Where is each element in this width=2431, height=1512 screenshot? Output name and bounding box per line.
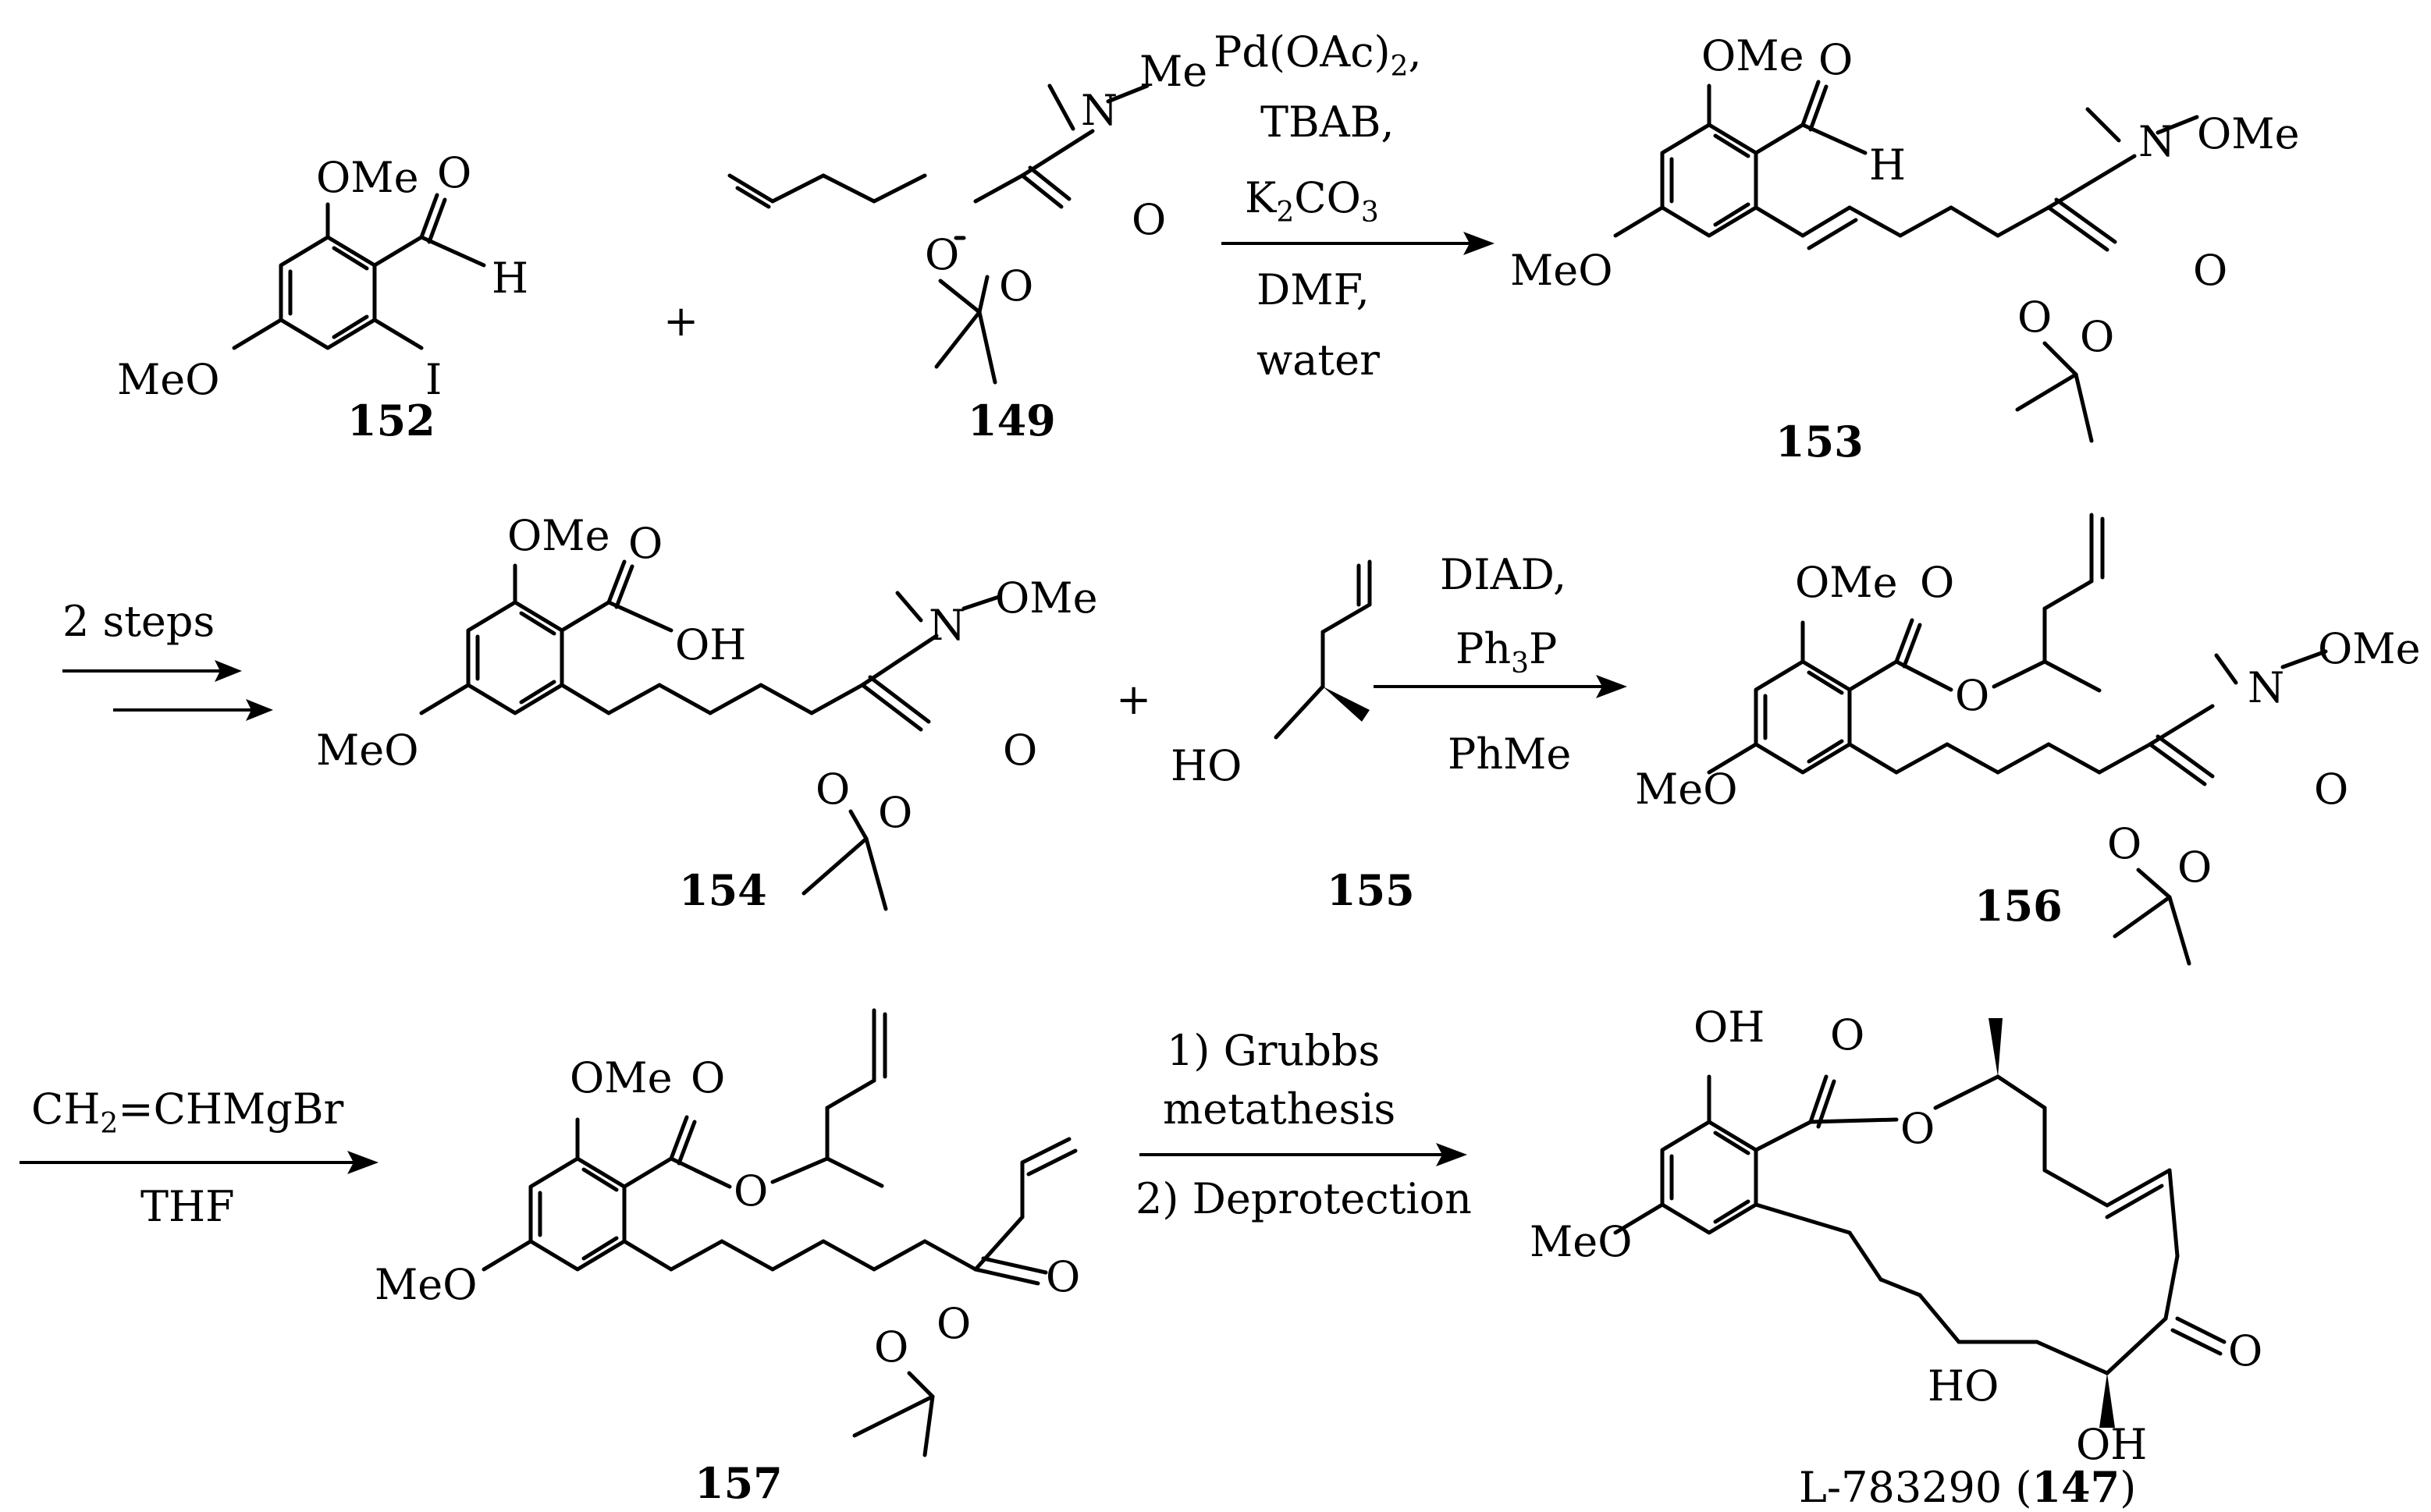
atom-label: O xyxy=(1900,1104,1935,1153)
atom-label: O xyxy=(874,1322,908,1372)
atom-label: O xyxy=(925,230,959,279)
atom-label: MeO xyxy=(316,726,419,775)
atom-label: O xyxy=(2107,819,2141,868)
atom-label: OH xyxy=(2076,1420,2147,1469)
reagent-grubbs: 1) Grubbs xyxy=(1167,1026,1380,1075)
atom-label: MeO xyxy=(117,355,220,404)
reagent-thf: THF xyxy=(140,1182,235,1231)
compound-154-structure: OMe O OH N OMe O MeO O O 154 xyxy=(316,511,1098,915)
compound-153-structure: OMe O H N OMe O MeO O O 153 xyxy=(1510,31,2300,467)
atom-label: O xyxy=(1955,671,1989,720)
reagent-k2co3: K2CO3 xyxy=(1245,173,1379,229)
atom-label: Me xyxy=(1139,47,1207,96)
compound-156-structure: OMe O O N OMe O MeO O O 156 xyxy=(1635,513,2421,966)
atom-label: H xyxy=(1869,140,1906,190)
reagent-vinylmgbr: CH2=CHMgBr xyxy=(31,1084,344,1140)
atom-label: N xyxy=(2248,663,2284,712)
atom-label: OH xyxy=(675,620,746,669)
atom-label: OMe xyxy=(570,1053,673,1102)
atom-label: O xyxy=(2080,312,2114,361)
atom-label: O xyxy=(1003,726,1037,775)
reaction-arrow-2 xyxy=(62,660,273,721)
atom-label: O xyxy=(437,148,471,197)
reagent-water: water xyxy=(1256,335,1380,385)
compound-label: 149 xyxy=(968,396,1056,445)
atom-label: O xyxy=(2177,843,2212,892)
atom-label: H xyxy=(492,254,528,303)
atom-label: HO xyxy=(1171,741,1242,790)
atom-label: N xyxy=(1081,86,1118,135)
compound-label: 156 xyxy=(1974,881,2063,931)
atom-label: O xyxy=(1830,1010,1864,1059)
atom-label: O xyxy=(999,261,1033,311)
atom-label: OMe xyxy=(316,153,419,202)
atom-label: OH xyxy=(1694,1003,1765,1052)
atom-label: O xyxy=(628,519,663,568)
atom-label: I xyxy=(425,355,442,404)
plus-sign: + xyxy=(663,296,698,346)
compound-152-structure: OMe O H I MeO 152 xyxy=(117,148,528,445)
reagent-tbab: TBAB, xyxy=(1260,98,1395,147)
atom-label: OMe xyxy=(1795,558,1898,607)
compound-label: 155 xyxy=(1327,865,1415,915)
atom-label: O xyxy=(1132,195,1166,244)
reagent-diad: DIAD, xyxy=(1440,550,1566,599)
atom-label: O xyxy=(1818,35,1853,84)
atom-label: O xyxy=(816,765,850,814)
reagent-metathesis: metathesis xyxy=(1163,1084,1395,1134)
atom-label: OMe xyxy=(2197,109,2300,158)
atom-label: O xyxy=(691,1053,725,1102)
atom-label: MeO xyxy=(1530,1217,1633,1266)
atom-label: O xyxy=(734,1166,768,1216)
atom-label: OMe xyxy=(2318,624,2421,673)
atom-label: N xyxy=(2138,117,2175,166)
compound-147-structure: OH O O O MeO HO OH L-783290 (147) xyxy=(1530,1003,2262,1512)
compound-155-structure: HO 155 xyxy=(1171,559,1415,915)
reaction-arrow-4 xyxy=(20,1151,379,1174)
plus-sign: + xyxy=(1116,675,1151,724)
reaction-arrow-1 xyxy=(1221,232,1494,255)
atom-label: O xyxy=(2228,1326,2262,1375)
atom-label: HO xyxy=(1928,1361,1999,1411)
atom-label: MeO xyxy=(375,1260,478,1309)
reaction-arrow-3 xyxy=(1374,675,1627,698)
atom-label: MeO xyxy=(1635,765,1738,814)
reagent-2-steps: 2 steps xyxy=(62,597,215,646)
atom-label: O xyxy=(878,788,912,837)
reagent-ph3p: Ph3P xyxy=(1455,624,1557,680)
reagent-phme: PhMe xyxy=(1448,729,1571,779)
atom-label: MeO xyxy=(1510,246,1613,295)
reagent-pdoac: Pd(OAc)2, xyxy=(1214,27,1422,83)
atom-label: O xyxy=(2314,765,2348,814)
atom-label: O xyxy=(2017,293,2052,342)
compound-label: 157 xyxy=(695,1458,783,1508)
compound-label: 154 xyxy=(679,865,767,915)
reagent-deprotection: 2) Deprotection xyxy=(1136,1174,1472,1223)
compound-149-structure: N Me O O O 149 xyxy=(727,47,1207,445)
atom-label: O xyxy=(937,1299,971,1348)
compound-157-structure: OMe O O O MeO O O 157 xyxy=(375,1008,1080,1508)
compound-label: 152 xyxy=(347,396,435,445)
atom-label: OMe xyxy=(507,511,610,560)
atom-label: O xyxy=(2193,246,2227,295)
reaction-arrow-5 xyxy=(1139,1143,1467,1166)
atom-label: O xyxy=(1920,558,1954,607)
compound-label-147: L-783290 (147) xyxy=(1799,1462,2136,1512)
atom-label: N xyxy=(929,601,965,650)
compound-label: 153 xyxy=(1775,417,1864,467)
atom-label: OMe xyxy=(995,573,1098,623)
atom-label: O xyxy=(1046,1252,1080,1301)
reagent-dmf: DMF, xyxy=(1256,265,1370,314)
atom-label: OMe xyxy=(1701,31,1804,80)
